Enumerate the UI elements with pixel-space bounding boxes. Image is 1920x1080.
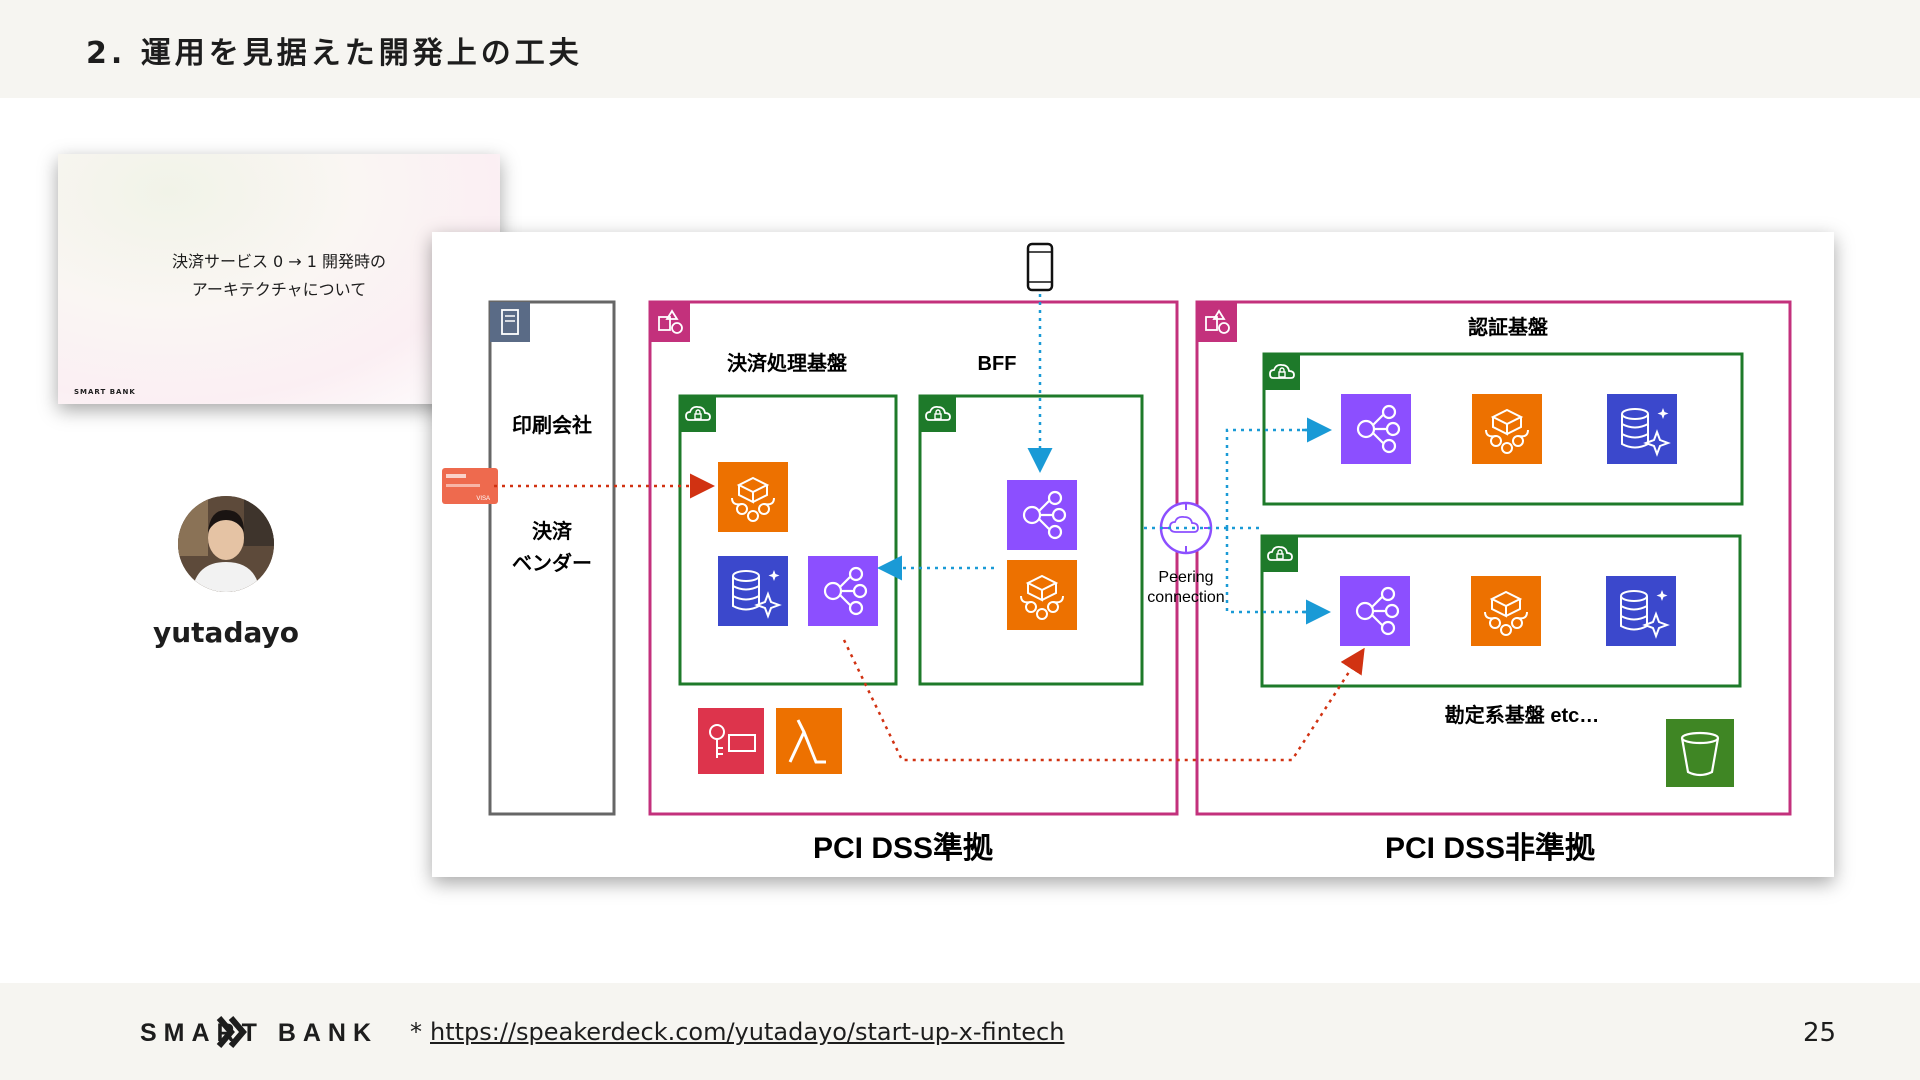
compute-icon <box>1006 559 1078 631</box>
network-icon <box>1339 392 1413 466</box>
group-icon <box>649 301 691 343</box>
storage-bucket-icon <box>1666 719 1734 787</box>
network-icon <box>806 554 880 628</box>
pci-noncompliant-label: PCI DSS非準拠 <box>1385 831 1596 865</box>
previous-slide-thumbnail[interactable]: 決済サービス 0 → 1 開発時の アーキテクチャについて SMART BANK <box>58 154 500 404</box>
compute-icon <box>717 461 789 533</box>
auth-platform-label: 認証基盤 <box>1468 315 1549 339</box>
speaker-avatar <box>178 496 274 592</box>
smartbank-logo-text: SMART BANK <box>140 1019 379 1047</box>
payment-platform-label: 決済処理基盤 <box>727 351 848 375</box>
secrets-icon <box>698 708 764 774</box>
reference-link[interactable]: https://speakerdeck.com/yutadayo/start-u… <box>430 1018 1065 1046</box>
page-title: 2. 運用を見据えた開発上の工夫 <box>86 36 583 71</box>
payment-vendor-label-1: 決済 <box>532 519 573 543</box>
network-icon <box>1338 574 1412 648</box>
peering-label-1: Peering <box>1158 569 1213 586</box>
payment-card-image: VISA <box>442 468 498 504</box>
peering-route-lines <box>1144 428 1327 614</box>
header-bar: 2. 運用を見据えた開発上の工夫 <box>0 0 1920 98</box>
speaker-name: yutadayo <box>152 616 300 649</box>
network-icon <box>1005 478 1079 552</box>
compute-icon <box>1470 575 1542 647</box>
accounting-platform-label: 勘定系基盤 etc… <box>1445 703 1599 727</box>
database-icon <box>1606 393 1678 465</box>
payment-vendor-label-2: ベンダー <box>512 551 592 575</box>
architecture-diagram: 印刷会社 決済 ベンダー VISA 決済処理基盤 BFF PCI DSS準拠 認… <box>432 232 1834 877</box>
pci-compliant-boundary <box>648 300 1179 816</box>
lambda-icon <box>776 708 842 774</box>
accounting-vpc <box>1260 534 1742 688</box>
compute-icon <box>1471 393 1543 465</box>
reference: * https://speakerdeck.com/yutadayo/start-… <box>410 1018 1064 1046</box>
payment-to-accounting-arrow <box>842 639 1365 762</box>
mobile-phone-icon <box>1026 242 1054 292</box>
printing-vendor-box <box>488 300 616 816</box>
vpc-icon <box>1263 353 1301 391</box>
thumbnail-logo: SMART BANK <box>74 388 136 396</box>
payment-vpc <box>678 394 898 686</box>
vpc-icon <box>679 395 717 433</box>
database-icon <box>1605 575 1677 647</box>
svg-text:VISA: VISA <box>476 496 490 502</box>
database-icon <box>717 555 789 627</box>
reference-mark: * <box>410 1018 422 1046</box>
thumbnail-title-line2: アーキテクチャについて <box>191 280 367 299</box>
vpc-icon <box>919 395 957 433</box>
group-icon <box>1196 301 1238 343</box>
server-icon <box>490 302 530 342</box>
vpc-icon <box>1261 535 1299 573</box>
bff-label: BFF <box>978 353 1017 375</box>
thumbnail-title-line1: 決済サービス 0 → 1 開発時の <box>171 252 387 271</box>
printing-company-label: 印刷会社 <box>512 413 592 437</box>
peering-label-2: connection <box>1147 589 1224 606</box>
footer-bar <box>0 983 1920 1080</box>
pci-compliant-label: PCI DSS準拠 <box>813 831 994 865</box>
pci-noncompliant-boundary <box>1195 300 1792 816</box>
bff-vpc <box>918 394 1144 686</box>
auth-vpc <box>1262 352 1744 506</box>
page-number: 25 <box>1803 1018 1837 1048</box>
smartbank-logo-icon <box>216 1016 247 1048</box>
